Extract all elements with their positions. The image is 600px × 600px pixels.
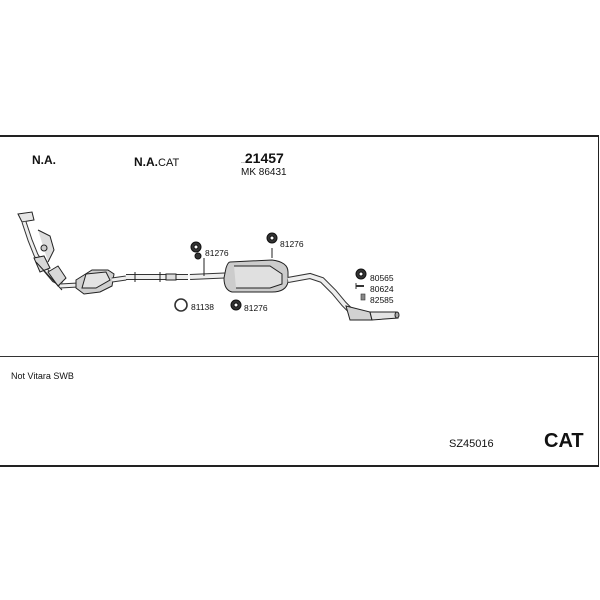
main-part-number: ..21457	[241, 150, 284, 168]
header-na-label: N.A.	[32, 153, 56, 167]
rubber-hanger-top-left-icon	[190, 241, 202, 260]
vehicle-note: Not Vitara SWB	[11, 371, 74, 381]
rubber-hanger-top-right-icon	[266, 232, 278, 244]
header-na-cat-label: N.A.CAT	[134, 153, 179, 171]
part-label-clamp-3: 82585	[370, 295, 394, 305]
header-cat-suffix: CAT	[158, 157, 180, 169]
main-part-code: 21457	[244, 150, 284, 166]
rubber-hanger-bottom-icon	[230, 299, 242, 311]
bolt-80624-icon	[355, 283, 364, 289]
part-label-hanger-top-right: 81276	[280, 239, 304, 249]
kit-code: SZ45016	[449, 438, 494, 450]
mk-number: 86431	[258, 167, 287, 178]
part-label-clamp-2: 80624	[370, 284, 394, 294]
part-label-hanger-bottom: 81276	[244, 303, 268, 313]
clamp-80565-icon	[355, 268, 367, 280]
diagram-frame	[0, 135, 599, 467]
tail-pipe	[287, 272, 400, 321]
part-label-hanger-top-left: 81276	[205, 248, 229, 258]
main-part-prefix: ..	[241, 158, 245, 165]
header-na-bold: N.A.	[134, 155, 158, 169]
part-label-gasket: 81138	[191, 302, 215, 312]
footer-divider	[0, 356, 598, 357]
nut-82585-icon	[360, 293, 366, 301]
cat-badge: CAT	[544, 430, 584, 452]
mk-kit-number: MK 86431	[241, 167, 287, 178]
rear-muffler	[223, 248, 289, 293]
part-label-clamp-1: 80565	[370, 273, 394, 283]
gasket-ring-icon	[174, 298, 188, 312]
exhaust-manifold	[17, 211, 67, 291]
intermediate-pipe	[126, 272, 188, 282]
mk-prefix: MK	[241, 167, 256, 178]
catalytic-converter	[75, 269, 127, 295]
front-pipe	[59, 282, 79, 289]
